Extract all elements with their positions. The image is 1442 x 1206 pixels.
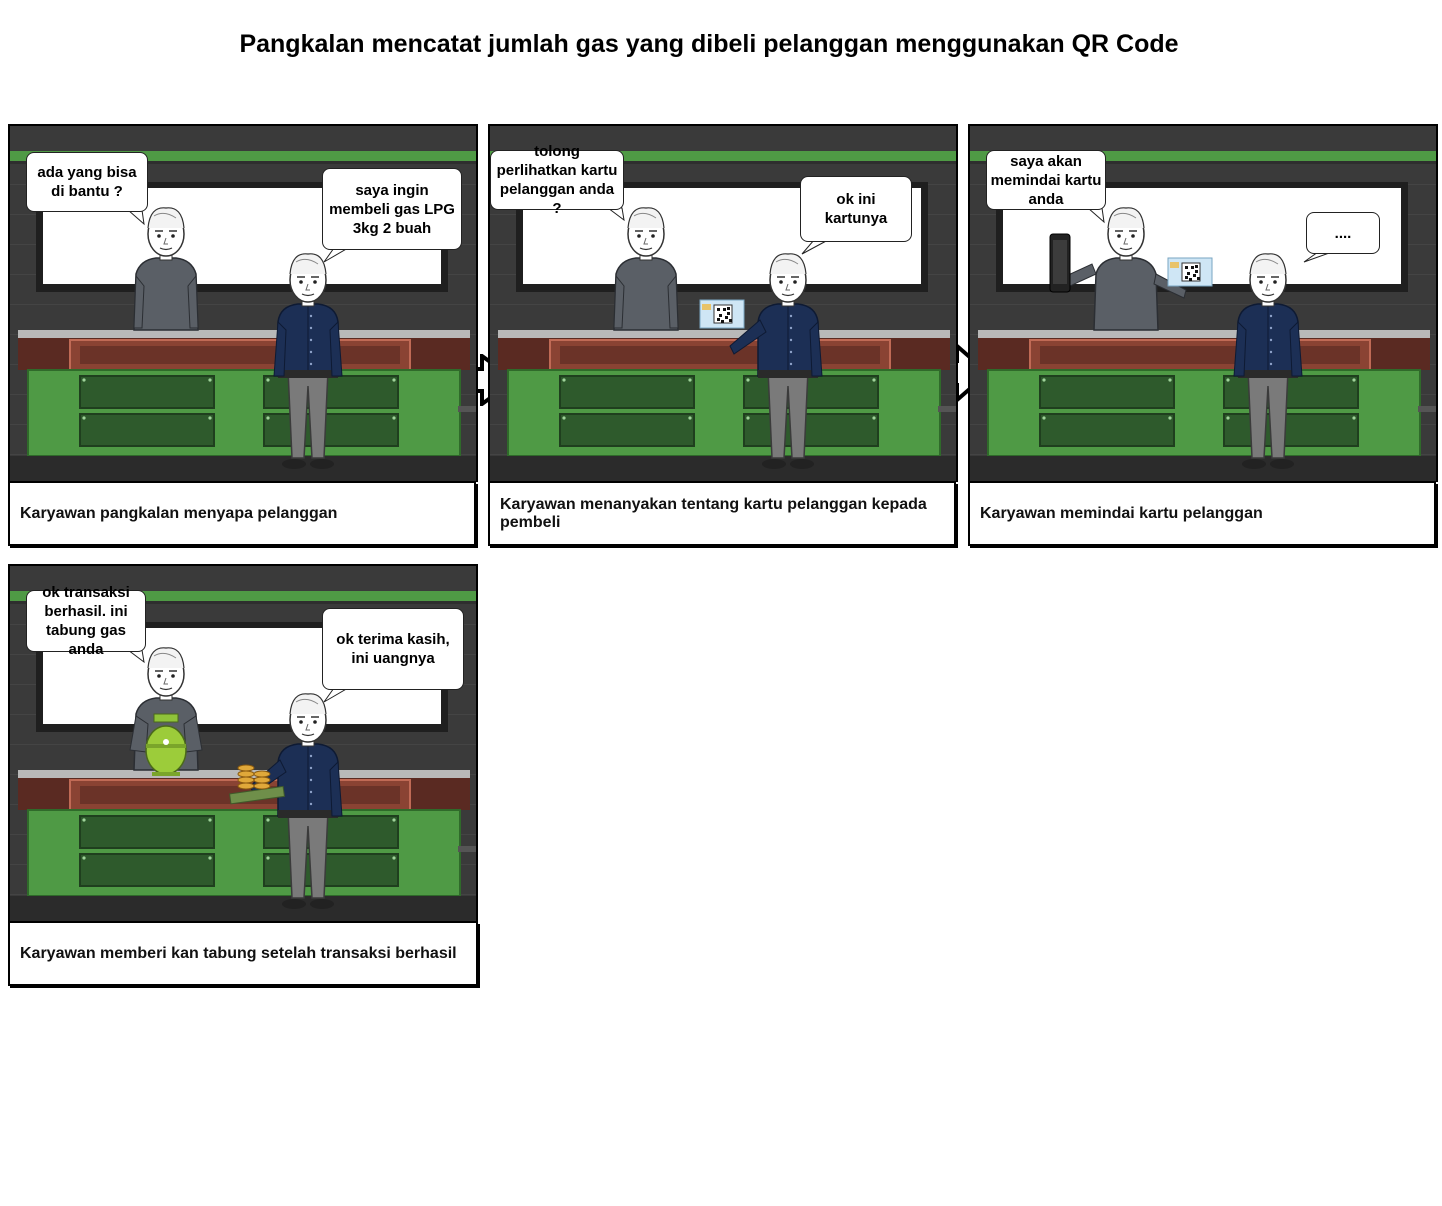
customer-figure	[1233, 253, 1303, 469]
storyboard-title: Pangkalan mencatat jumlah gas yang dibel…	[239, 30, 1179, 58]
customer-figure	[699, 253, 823, 469]
scene-illustration	[968, 124, 1438, 482]
speech-bubble-customer: ok terima kasih, ini uangnya	[322, 608, 464, 690]
qr-card-icon	[699, 299, 745, 329]
panel-caption: Karyawan pangkalan menyapa pelanggan	[8, 482, 476, 546]
coins-icon	[229, 764, 286, 805]
customer-figure	[229, 693, 343, 909]
employee-figure	[129, 647, 203, 776]
storyboard-panel-4: ok transaksi berhasil. ini tabung gas an…	[8, 564, 480, 990]
panel-caption: Karyawan memberi kan tabung setelah tran…	[8, 922, 478, 986]
speech-bubble-customer: ....	[1306, 212, 1380, 254]
storyboard-panel-1: ada yang bisa di bantu ? saya ingin membe…	[8, 124, 478, 550]
panel-caption: Karyawan memindai kartu pelanggan	[968, 482, 1436, 546]
qr-card-icon	[1167, 257, 1213, 287]
customer-figure	[273, 253, 343, 469]
employee-figure	[1049, 207, 1213, 331]
phone-icon	[1049, 233, 1071, 293]
speech-bubble-employee: tolong perlihatkan kartu pelanggan anda …	[490, 143, 624, 217]
employee-figure	[133, 207, 199, 331]
speech-bubble-employee: ada yang bisa di bantu ?	[26, 152, 148, 212]
speech-bubble-customer: saya ingin membeli gas LPG 3kg 2 buah	[322, 168, 462, 250]
gas-cylinder-icon	[145, 713, 187, 776]
employee-figure	[613, 207, 679, 331]
panel-caption: Karyawan menanyakan tentang kartu pelang…	[488, 482, 956, 546]
storyboard-panel-2: tolong perlihatkan kartu pelanggan anda …	[488, 124, 958, 550]
speech-bubble-customer: ok ini kartunya	[800, 176, 912, 242]
storyboard-panel-3: saya akan memindai kartu anda.... Karyawa…	[968, 124, 1438, 550]
speech-bubble-employee: ok transaksi berhasil. ini tabung gas an…	[26, 584, 146, 658]
speech-bubble-employee: saya akan memindai kartu anda	[986, 150, 1106, 210]
